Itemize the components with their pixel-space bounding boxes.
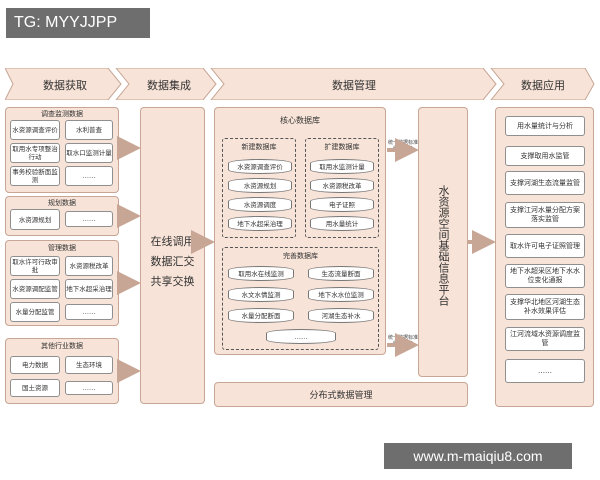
application-item: 支撑取用水监管: [505, 146, 585, 166]
survey-item: 水利普查: [65, 120, 113, 140]
improve-db-item: 水文水情监测: [228, 287, 294, 302]
arrow-acq-to-integration: [117, 136, 141, 383]
survey-item: 取水口监测计量: [65, 143, 113, 163]
management-item: ……: [65, 304, 113, 320]
integration-line-2: 数据汇交: [150, 255, 195, 268]
ext-db-title: 扩建数据库: [324, 143, 360, 151]
header-chevron-2: [115, 68, 217, 100]
management-item: 水资源调配监管: [10, 279, 60, 299]
industry-data-title: 其他行业数据: [41, 342, 83, 350]
application-item: ……: [505, 359, 585, 383]
planning-data-title: 规划数据: [48, 199, 76, 207]
improve-db-item: 水量分配断面: [228, 308, 294, 323]
ext-db-item: 用水量统计: [310, 216, 374, 231]
management-item: 水资源税改革: [65, 256, 113, 276]
application-item: 支撑河湖生态流量监管: [505, 171, 585, 195]
watermark-top: TG: MYYJJPP: [6, 8, 150, 38]
application-item: 地下水超采区地下水水位变化通报: [505, 264, 585, 288]
application-item: 用水量统计与分析: [505, 116, 585, 136]
header-application: 数据应用: [521, 79, 565, 92]
improve-db-item: 取用水在线监测: [228, 266, 294, 281]
industry-item: 生态环境: [65, 356, 113, 374]
new-db-title: 新建数据库: [241, 143, 277, 151]
improve-db-item: 河湖生态补水: [308, 308, 374, 323]
ext-db-group: [305, 138, 379, 238]
management-item: 水量分配监管: [10, 302, 60, 322]
ext-db-item: 电子证照: [310, 197, 374, 212]
header-integration: 数据集成: [147, 79, 191, 92]
improve-db-item: 地下水水位监测: [308, 287, 374, 302]
industry-item: 国土资源: [10, 379, 60, 397]
integration-line-1: 在线调用: [150, 235, 195, 248]
header-chevron-1: [5, 68, 122, 100]
survey-item: ……: [65, 166, 113, 186]
watermark-bottom: www.m-maiqiu8.com: [384, 443, 572, 469]
improve-db-group: [222, 247, 379, 350]
header-chevrons: [5, 68, 595, 100]
improve-db-title: 完善数据库: [283, 252, 318, 260]
header-acquisition: 数据获取: [43, 79, 87, 92]
survey-item: 事务校验断面监测: [10, 166, 60, 186]
platform-panel: [418, 107, 468, 377]
improve-db-item: ……: [266, 329, 336, 344]
planning-item: ……: [65, 211, 113, 227]
management-data-title: 管理数据: [48, 244, 76, 252]
new-db-item: 水资源调度: [228, 197, 292, 212]
improve-db-item: 生态流量断面: [308, 266, 374, 281]
application-item: 支撑江河水量分配方案落实监管: [505, 202, 585, 228]
ext-db-item: 水资源税改革: [310, 178, 374, 193]
survey-data-title: 调查监测数据: [41, 110, 83, 118]
application-item: 取水许可电子证照管理: [505, 234, 585, 258]
application-item: 江河流域水资源调度监管: [505, 327, 585, 351]
integration-panel: [140, 107, 205, 404]
new-db-item: 水资源规划: [228, 178, 292, 193]
core-db-title: 核心数据库: [280, 116, 320, 125]
management-item: 取水许可行政审批: [10, 256, 60, 276]
industry-item: 电力数据: [10, 356, 60, 374]
new-db-item: 水资源调查评价: [228, 159, 292, 174]
ext-db-item: 取用水监测计量: [310, 159, 374, 174]
planning-item: 水资源规划: [10, 209, 60, 230]
integration-line-3: 共享交换: [150, 275, 195, 288]
distributed-panel: [214, 382, 468, 407]
new-db-group: [222, 138, 296, 238]
header-chevron-4: [490, 68, 595, 100]
industry-item: ……: [65, 381, 113, 395]
new-db-item: 地下水超采治理: [228, 216, 292, 231]
platform-label: 水资源空间基础信息平台: [437, 184, 450, 306]
header-management: 数据管理: [332, 79, 376, 92]
management-item: 地下水超采治理: [65, 279, 113, 299]
survey-item: 水资源调查评价: [10, 120, 60, 140]
survey-item: 取用水专项整治行动: [10, 143, 60, 163]
header-chevron-3: [210, 68, 497, 100]
application-item: 支撑华北地区河湖生态补水效果评估: [505, 294, 585, 320]
distributed-label: 分布式数据管理: [309, 391, 373, 401]
arrow-core-to-platform: [387, 138, 419, 357]
